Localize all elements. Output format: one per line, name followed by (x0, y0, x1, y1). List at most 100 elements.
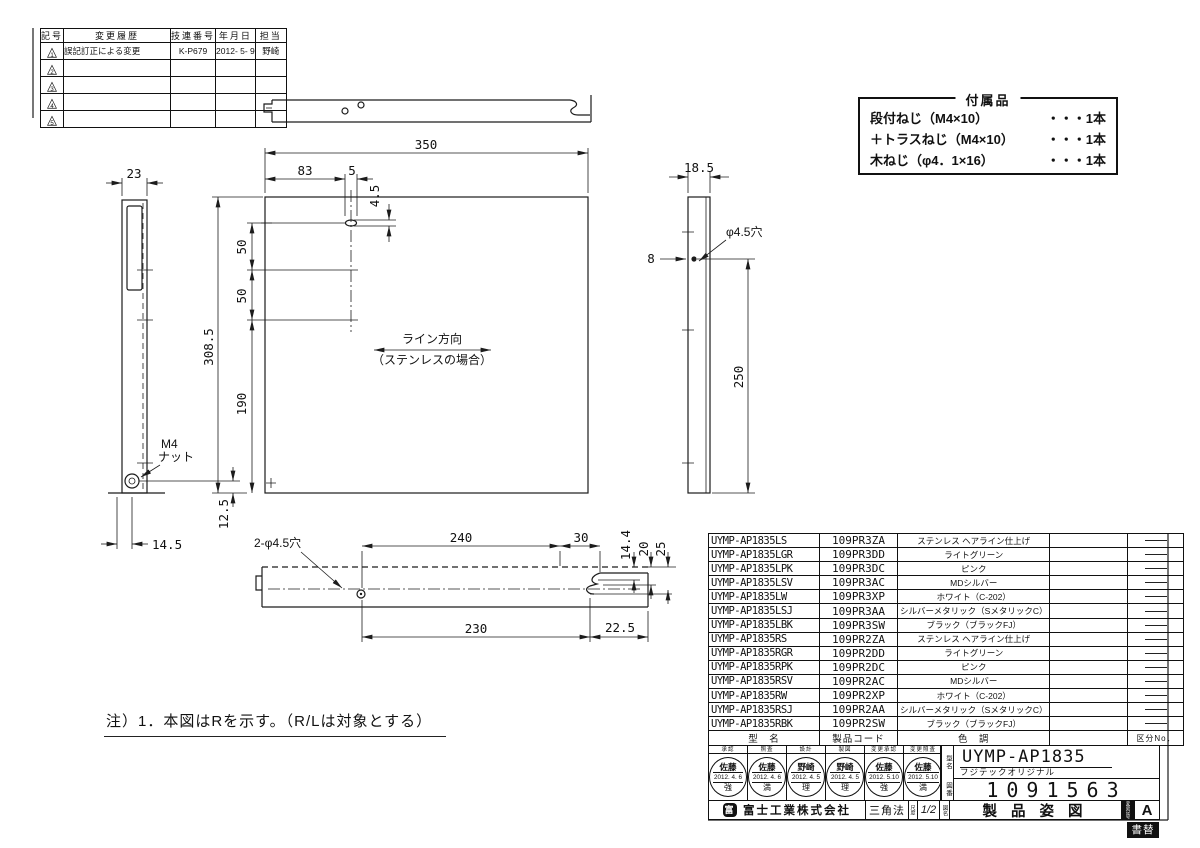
kubun-dash (1144, 666, 1167, 668)
stamp-column: 承認 佐藤 2012. 4. 6 強 (709, 746, 748, 800)
parts-row: UYMP-AP1835RS 109PR2ZA ステンレス ヘアライン仕上げ (708, 631, 1185, 647)
dims-left-view: 23 M4 ナット 12.5 14.5 (101, 166, 240, 552)
parts-code: 109PR3AA (819, 603, 898, 619)
revision-by (254, 59, 287, 77)
stamp-name: 野崎 (836, 761, 854, 772)
dims-right-view: 18.5 8 φ4.5穴 250 (647, 160, 762, 494)
dim-12-5: 12.5 (216, 499, 231, 529)
stamp-role-label: 変更承認 (865, 746, 903, 754)
drawing-title: 製品姿図 (950, 801, 1122, 819)
stamp-name: 佐藤 (875, 761, 893, 772)
parts-code: 109PR2AC (819, 673, 898, 690)
dim-4-5: 4.5 (367, 185, 382, 208)
hanko-stamp-icon: 野崎 2012. 4. 5 理 (826, 757, 864, 797)
dims-bottom-view: 2-φ4.5穴 240 30 14.4 20 25 230 22.5 (254, 530, 676, 642)
accessory-name: ＋トラスねじ（M4×10） (870, 132, 1014, 147)
hanko-stamp-icon: 野崎 2012. 4. 5 理 (787, 757, 825, 797)
parts-blank-cell (1049, 547, 1129, 563)
parts-color: ライトグリーン (896, 645, 1051, 661)
parts-footer-color: 色 調 (896, 730, 1051, 747)
parts-color: ステンレス ヘアライン仕上げ (896, 532, 1051, 549)
kubun-dash (1144, 582, 1167, 584)
dim-190: 190 (234, 393, 249, 416)
parts-footer-model: 型 名 (708, 730, 820, 747)
stamp-date: 2012. 5.10 (907, 771, 939, 783)
parts-model: UYMP-AP1835LS (708, 532, 820, 549)
hanko-stamp-icon: 佐藤 2012. 5.10 強 (865, 757, 903, 797)
stamp-sub: 理 (841, 782, 849, 792)
revision-table: 記号 変更履歴 技連番号 年月日 担当 △1 誤記訂正による変更 K-P679 … (39, 28, 287, 128)
parts-kubun-cell (1127, 702, 1185, 718)
stamp-date: 2012. 5.10 (868, 771, 900, 783)
parts-model: UYMP-AP1835LW (708, 589, 820, 605)
label-line-direction-case: （ステンレスの場合） (372, 352, 492, 367)
scale-label: 尺度 (909, 801, 918, 819)
company-cell: 富 富士工業株式会社 (709, 801, 866, 819)
dim-83: 83 (297, 163, 312, 178)
accessories-title: 付属品 (955, 90, 1021, 109)
parts-color: シルバーメタリック（SメタリックC） (896, 702, 1051, 718)
parts-row: UYMP-AP1835RGR 109PR2DD ライトグリーン (708, 645, 1185, 661)
stamp-column: 変更承認 佐藤 2012. 5.10 強 (865, 746, 904, 800)
parts-blank-cell (1049, 575, 1129, 591)
revision-no (170, 59, 217, 77)
title-block: 承認 佐藤 2012. 4. 6 強 照査 佐藤 2012. 4. 6 満 (708, 745, 1160, 820)
kubun-dash (1144, 624, 1167, 626)
parts-blank-cell (1049, 631, 1129, 647)
kubun-dash (1144, 695, 1167, 697)
parts-code: 109PR2ZA (819, 631, 898, 647)
parts-code: 109PR2AA (819, 702, 898, 718)
dim-250: 250 (731, 366, 746, 389)
parts-color: ホワイト（C-202） (896, 589, 1051, 605)
label-2-holes: 2-φ4.5穴 (254, 535, 301, 550)
dim-20: 20 (636, 541, 651, 556)
dim-240: 240 (450, 530, 473, 545)
revision-date (215, 76, 256, 94)
view-top-edge (263, 95, 592, 123)
parts-row: UYMP-AP1835LGR 109PR3DD ライトグリーン (708, 547, 1185, 563)
parts-color: MDシルバー (896, 575, 1051, 591)
parts-model: UYMP-AP1835LPK (708, 561, 820, 577)
model-cell: UYMP-AP1835 フジテックオリジナル (954, 746, 1159, 778)
stamp-role-label: 承認 (709, 746, 747, 754)
company-name: 富士工業株式会社 (743, 805, 851, 817)
revision-no (170, 93, 217, 111)
parts-color: ピンク (896, 561, 1051, 577)
rev-label: 変更記号 (1122, 801, 1135, 819)
projection-method: 三角法 (866, 801, 909, 819)
parts-kubun-cell (1127, 645, 1185, 661)
revision-no: K-P679 (170, 42, 217, 60)
revision-triangle-icon: △5 (47, 111, 57, 127)
company-logo-icon: 富 (723, 803, 737, 817)
parts-blank-cell (1049, 645, 1129, 661)
revision-by (254, 110, 287, 128)
parts-color: シルバーメタリック（SメタリックC） (896, 603, 1051, 619)
parts-row: UYMP-AP1835LBK 109PR3SW ブラック（ブラックFJ） (708, 617, 1185, 633)
parts-model: UYMP-AP1835RGR (708, 645, 820, 661)
revision-header-desc: 変更履歴 (63, 28, 172, 43)
label-m4: M4 (161, 437, 178, 451)
stamp-date: 2012. 4. 6 (712, 771, 743, 783)
dim-25: 25 (653, 541, 668, 556)
parts-blank-cell (1049, 589, 1129, 605)
dims-main-face: 350 83 5 4.5 50 50 190 308.5 ライン方向 （ステンレ… (201, 137, 589, 494)
kubun-dash (1144, 652, 1167, 654)
accessory-qty: ・・・1本 (1046, 111, 1106, 126)
revision-row: △1 誤記訂正による変更 K-P679 2012- 5- 9 野崎 (39, 42, 287, 60)
title-block-bottom-row: 富 富士工業株式会社 三角法 尺度 1/2 図名 製品姿図 変更記号 A (709, 800, 1159, 819)
revision-by (254, 93, 287, 111)
parts-code: 109PR2XP (819, 688, 898, 704)
revision-by: 野崎 (254, 42, 287, 60)
parts-model: UYMP-AP1835RSJ (708, 702, 820, 718)
accessory-qty: ・・・1本 (1046, 153, 1106, 168)
stamp-sub: 強 (724, 782, 732, 792)
parts-model: UYMP-AP1835RBK (708, 716, 820, 732)
parts-model: UYMP-AP1835LGR (708, 547, 820, 563)
revision-desc (63, 76, 172, 94)
revision-desc: 誤記訂正による変更 (63, 42, 172, 60)
parts-kubun-cell (1127, 617, 1185, 633)
kubun-dash (1144, 610, 1167, 612)
parts-kubun-cell (1127, 589, 1185, 605)
accessory-item: 段付ねじ（M4×10） ・・・1本 (860, 107, 1116, 128)
